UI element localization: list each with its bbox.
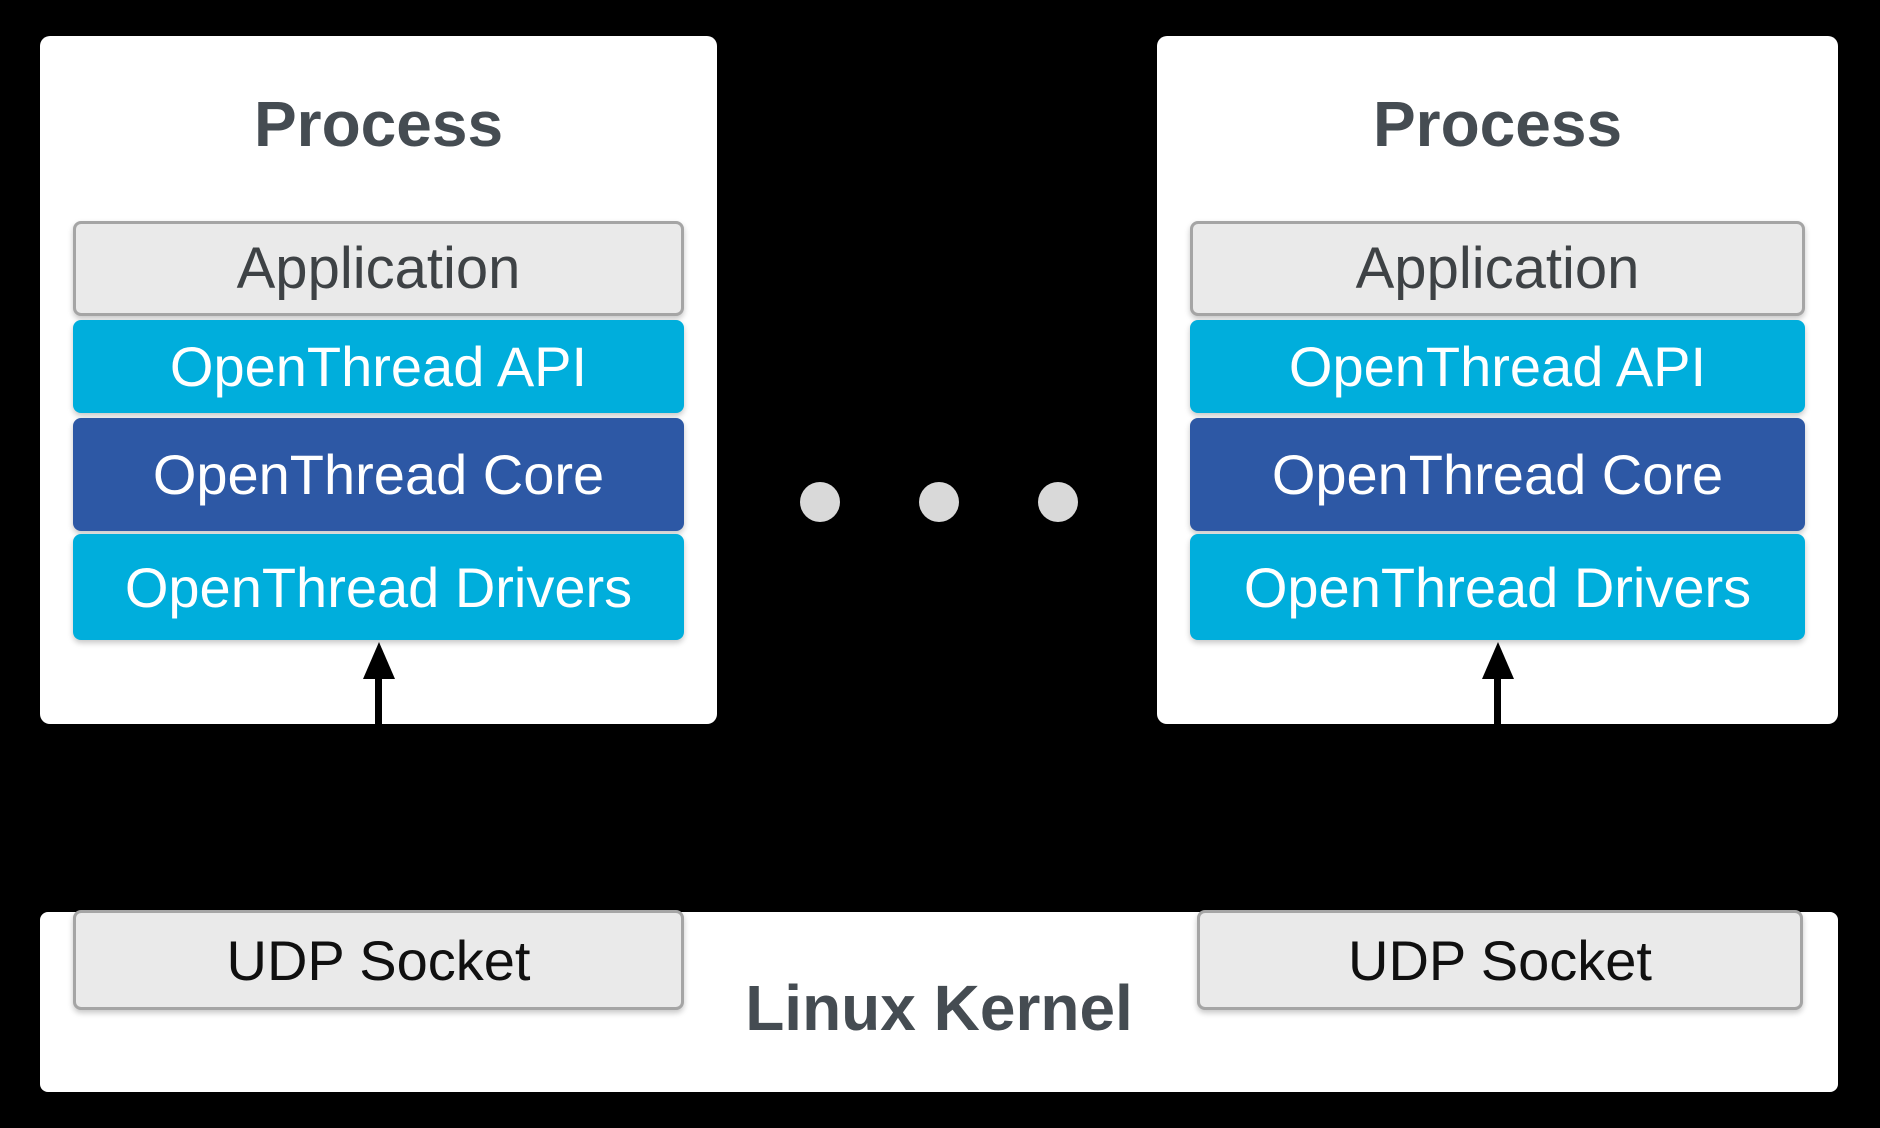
linux-kernel-title: Linux Kernel: [745, 972, 1133, 1044]
ellipsis: [800, 482, 1078, 522]
layer-openthread-core: OpenThread Core: [73, 418, 684, 531]
process-title: Process: [253, 88, 504, 160]
ellipsis-dot: [800, 482, 840, 522]
arrow-head-icon: [1481, 642, 1514, 679]
ellipsis-dot: [919, 482, 959, 522]
arrow-line: [375, 679, 382, 724]
layer-openthread-core: OpenThread Core: [1190, 418, 1805, 531]
layer-openthread-api: OpenThread API: [73, 320, 684, 413]
process-panel-right: Process Application OpenThread API OpenT…: [1157, 36, 1838, 724]
udp-socket-left: UDP Socket: [73, 910, 684, 1010]
linux-kernel-panel: Linux Kernel UDP Socket UDP Socket: [40, 910, 1838, 1092]
layer-openthread-drivers: OpenThread Drivers: [1190, 534, 1805, 640]
arrow-head-icon: [362, 642, 395, 679]
process-title: Process: [1372, 88, 1623, 160]
layer-application: Application: [73, 221, 684, 316]
process-panel-left: Process Application OpenThread API OpenT…: [40, 36, 717, 724]
layer-stack: Application OpenThread API OpenThread Co…: [73, 221, 684, 640]
layer-application: Application: [1190, 221, 1805, 316]
udp-to-drivers-arrow: [1157, 642, 1838, 724]
layer-openthread-drivers: OpenThread Drivers: [73, 534, 684, 640]
layer-stack: Application OpenThread API OpenThread Co…: [1190, 221, 1805, 640]
ellipsis-dot: [1038, 482, 1078, 522]
udp-to-drivers-arrow: [40, 642, 717, 724]
udp-socket-right: UDP Socket: [1197, 910, 1803, 1010]
arrow-line: [1494, 679, 1501, 724]
layer-openthread-api: OpenThread API: [1190, 320, 1805, 413]
